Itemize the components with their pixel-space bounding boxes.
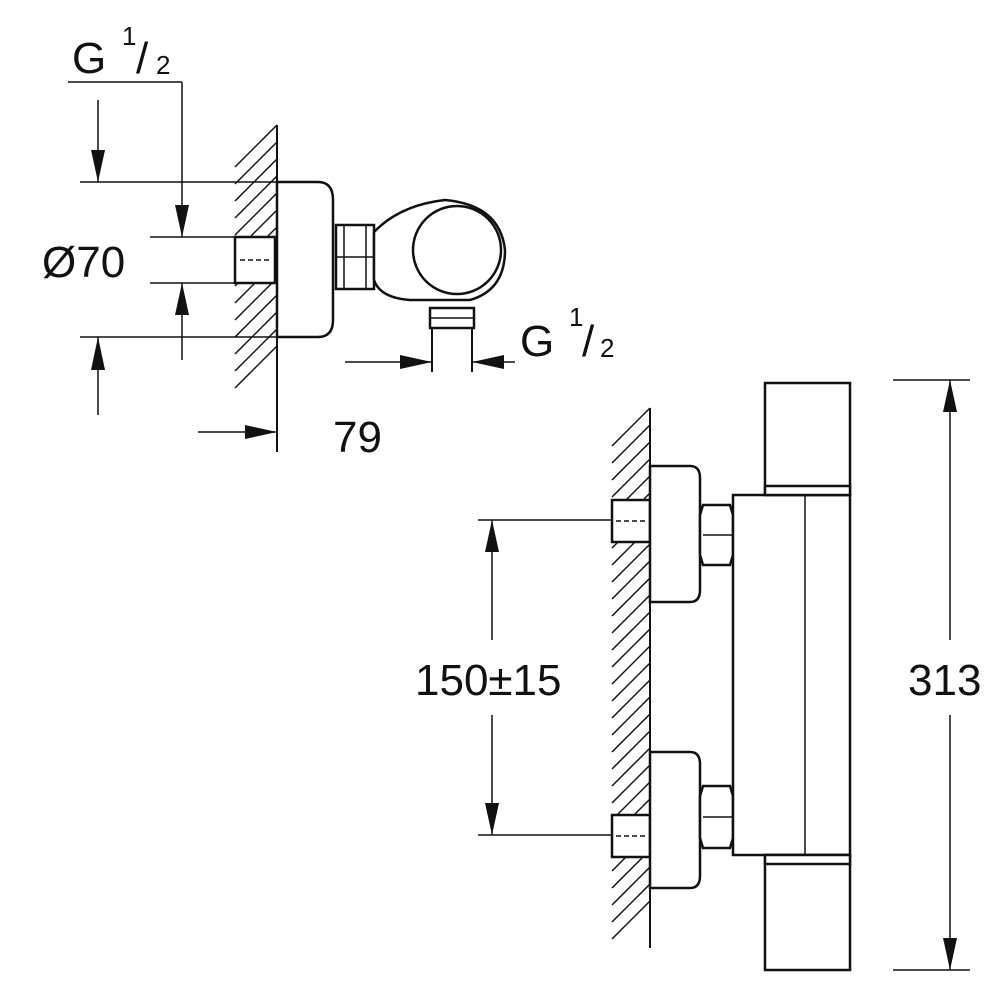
escutcheon-side bbox=[275, 180, 335, 339]
hatch-line bbox=[611, 883, 651, 923]
thread-label-outlet-den: 2 bbox=[600, 333, 614, 363]
hatch-line bbox=[611, 662, 651, 702]
hatch-line bbox=[234, 328, 278, 372]
hatch-line bbox=[611, 577, 651, 617]
hatch-line bbox=[611, 781, 651, 821]
hatch-line bbox=[611, 900, 651, 940]
hatch-line bbox=[611, 424, 651, 464]
hatch-line bbox=[611, 730, 651, 770]
hatch-line bbox=[611, 645, 651, 685]
thread-label-outlet: G bbox=[520, 317, 554, 366]
hatch-line bbox=[234, 141, 278, 185]
diameter-label: Ø70 bbox=[42, 238, 125, 287]
hatch-line bbox=[234, 192, 278, 236]
hatch-line bbox=[234, 345, 278, 389]
control-knob-side bbox=[411, 204, 503, 296]
thread-label-outlet-slash: / bbox=[582, 317, 595, 366]
thread-label-top-den: 2 bbox=[156, 50, 170, 80]
hatch-line bbox=[611, 611, 651, 651]
hatch-line bbox=[234, 277, 278, 321]
hatch-line bbox=[611, 594, 651, 634]
hatch-line bbox=[611, 764, 651, 804]
hatch-line bbox=[611, 747, 651, 787]
lower-escutcheon bbox=[648, 750, 702, 890]
hatch-line bbox=[234, 175, 278, 219]
wall-hatching-front bbox=[611, 407, 651, 940]
thermostat-body bbox=[731, 493, 852, 857]
hatch-line bbox=[234, 311, 278, 355]
hatch-line bbox=[611, 628, 651, 668]
hatch-line bbox=[234, 294, 278, 338]
thread-label-outlet-num: 1 bbox=[569, 302, 583, 332]
hatch-line bbox=[611, 543, 651, 583]
centers-label: 150±15 bbox=[415, 656, 562, 705]
upper-escutcheon bbox=[648, 464, 702, 604]
side-view: G 1 / 2 Ø70 G 1 / 2 79 bbox=[42, 21, 614, 462]
height-label: 313 bbox=[908, 656, 981, 705]
thread-label-top-slash: / bbox=[136, 34, 149, 83]
front-view: 150±15 313 bbox=[415, 379, 981, 972]
bottom-knob bbox=[763, 853, 852, 972]
hatch-line bbox=[611, 407, 651, 447]
hatch-line bbox=[611, 866, 651, 906]
hatch-line bbox=[611, 679, 651, 719]
wall-hatching-side bbox=[234, 124, 278, 389]
thread-label-top-num: 1 bbox=[122, 21, 136, 51]
hatch-line bbox=[234, 158, 278, 202]
hatch-line bbox=[611, 441, 651, 481]
depth-label: 79 bbox=[333, 413, 382, 462]
hatch-line bbox=[611, 696, 651, 736]
hatch-line bbox=[611, 713, 651, 753]
hatch-line bbox=[611, 560, 651, 600]
top-knob bbox=[763, 381, 852, 497]
hatch-line bbox=[234, 124, 278, 168]
thread-label-top: G bbox=[72, 34, 106, 83]
hatch-line bbox=[611, 458, 651, 498]
